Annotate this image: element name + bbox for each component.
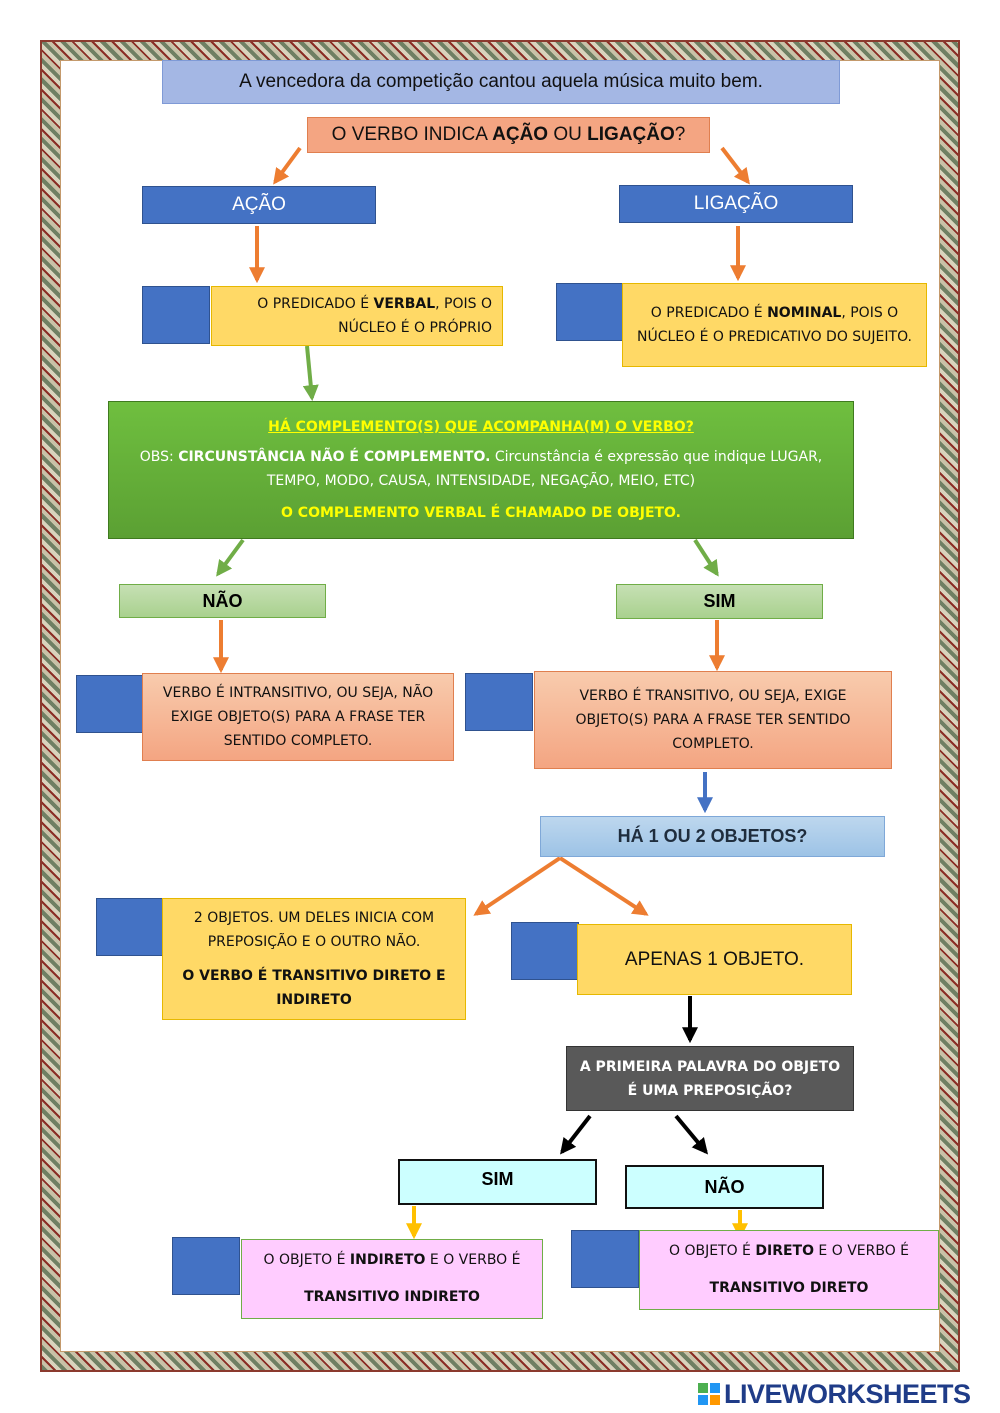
- arrow: [720, 146, 750, 185]
- sentence-text: A vencedora da competição cantou aquela …: [239, 71, 763, 92]
- um-objeto-box: APENAS 1 OBJETO.: [577, 924, 852, 995]
- complemento-obs: OBS: CIRCUNSTÂNCIA NÃO É COMPLEMENTO. Ci…: [139, 449, 823, 489]
- objetos-question-box: HÁ 1 OU 2 OBJETOS?: [540, 816, 885, 857]
- arrow: [558, 856, 649, 916]
- question-acao-ligacao: O VERBO INDICA AÇÃO OU LIGAÇÃO?: [307, 117, 710, 153]
- complemento-question: HÁ COMPLEMENTO(S) QUE ACOMPANHA(M) O VER…: [268, 419, 694, 435]
- nao-box-1: NÃO: [119, 584, 326, 618]
- answer-slot[interactable]: [571, 1230, 639, 1288]
- arrow: [693, 538, 719, 577]
- intransitivo-box: VERBO É INTRANSITIVO, OU SEJA, NÃO EXIGE…: [142, 673, 454, 761]
- nao-box-2: NÃO: [625, 1165, 824, 1209]
- arrow: [302, 345, 319, 402]
- objeto-indireto-box: O OBJETO É INDIRETO E O VERBO É TRANSITI…: [241, 1239, 543, 1319]
- arrow: [473, 856, 562, 916]
- predicado-verbal-box: O PREDICADO É VERBAL, POIS O NÚCLEO É O …: [211, 286, 503, 346]
- complemento-note: O COMPLEMENTO VERBAL É CHAMADO DE OBJETO…: [281, 505, 681, 521]
- sim-box-1: SIM: [616, 584, 823, 619]
- transitivo-box: VERBO É TRANSITIVO, OU SEJA, EXIGE OBJET…: [534, 671, 892, 769]
- sentence-box: A vencedora da competição cantou aquela …: [162, 60, 840, 104]
- answer-slot[interactable]: [556, 283, 624, 341]
- answer-slot[interactable]: [142, 286, 210, 344]
- sim-box-2: SIM: [398, 1159, 597, 1205]
- arrow: [560, 1114, 592, 1155]
- arrow: [273, 146, 302, 185]
- ligacao-box: LIGAÇÃO: [619, 185, 853, 223]
- acao-box: AÇÃO: [142, 186, 376, 224]
- preposicao-question-box: A PRIMEIRA PALAVRA DO OBJETO É UMA PREPO…: [566, 1046, 854, 1111]
- arrow: [216, 538, 245, 577]
- dois-objetos-box: 2 OBJETOS. UM DELES INICIA COM PREPOSIÇÃ…: [162, 898, 466, 1020]
- objeto-direto-box: O OBJETO É DIRETO E O VERBO É TRANSITIVO…: [639, 1230, 939, 1310]
- answer-slot[interactable]: [172, 1237, 240, 1295]
- answer-slot[interactable]: [511, 922, 579, 980]
- predicado-nominal-box: O PREDICADO É NOMINAL, POIS O NÚCLEO É O…: [622, 283, 927, 367]
- liveworksheets-logo: LIVEWORKSHEETS: [698, 1378, 971, 1409]
- complemento-box: HÁ COMPLEMENTO(S) QUE ACOMPANHA(M) O VER…: [108, 401, 854, 539]
- answer-slot[interactable]: [465, 673, 533, 731]
- logo-text: LIVEWORKSHEETS: [724, 1378, 971, 1409]
- logo-icon: [698, 1383, 720, 1405]
- arrow: [674, 1114, 709, 1155]
- answer-slot[interactable]: [96, 898, 164, 956]
- answer-slot[interactable]: [76, 675, 144, 733]
